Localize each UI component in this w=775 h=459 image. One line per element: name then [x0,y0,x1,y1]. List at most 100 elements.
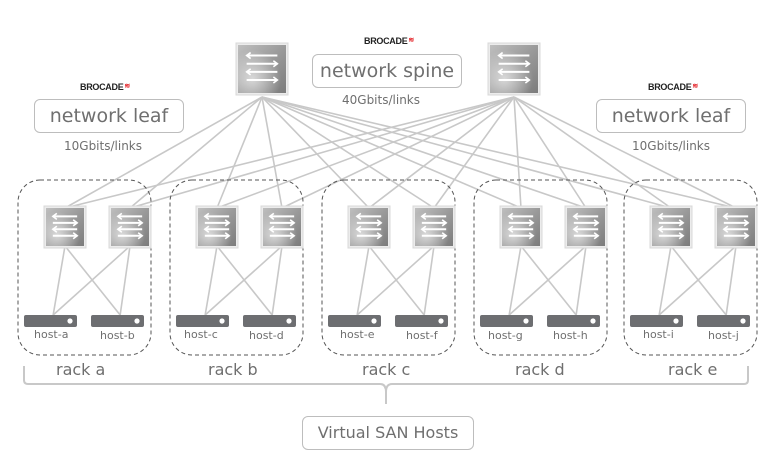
spine-leaf-link [261,96,737,209]
switch-arrows-icon [497,51,531,84]
switch-arrows-icon [657,212,685,240]
host-label: host-g [488,329,523,342]
leaf-host-link [52,245,131,316]
leaf-host-link [658,245,672,316]
host-label: host-i [643,328,674,341]
switch-arrows-icon [245,51,279,84]
host-status-led [371,318,377,324]
switch-arrows-icon [722,212,750,240]
leaf-host-link [575,245,587,316]
spine-leaf-link [261,96,435,209]
host-server-icon [24,315,77,327]
leaf-host-link [52,245,66,316]
switches [43,42,758,249]
host-label: host-j [708,329,739,342]
brocade-logo-spine: BROCADE≋ [364,36,414,46]
network-leaf-right-label: network leaf [596,99,746,133]
rack-c [321,179,456,356]
spine-leaf-link [129,96,263,209]
leaf-host-link [356,245,370,316]
spine-speed-label: 40Gbits/links [342,93,420,107]
leaf-right-speed-label: 10Gbits/links [632,139,710,153]
host-server-icon [243,315,296,327]
leaf-switch-a1 [43,205,87,249]
leaf-switch-c1 [347,205,391,249]
host-server-icon [176,315,229,327]
racks [17,179,758,356]
network-spine-label: network spine [312,54,462,88]
network-leaf-left-label: network leaf [34,99,184,133]
leaf-host-link [204,245,218,316]
leaf-host-links [52,245,737,316]
switch-arrows-icon [116,212,144,240]
rack-e [623,179,758,356]
spine-leaf-link [216,96,515,209]
switch-arrows-icon [572,212,600,240]
leaf-switch-c2 [412,205,456,249]
spine-switch-1 [235,42,289,96]
leaf-host-link [725,245,737,316]
host-status-led [134,318,140,324]
host-server-icon [547,315,600,327]
rack-label-c: rack c [362,360,411,379]
host-status-led [523,318,529,324]
host-label: host-b [100,329,135,342]
leaf-host-link [508,245,587,316]
host-server-icon [91,315,144,327]
spine-leaf-link [513,96,522,209]
brocade-logo-leaf-right: BROCADE≋ [648,82,698,92]
brocade-mark-icon: ≋ [692,83,698,90]
host-status-led [673,318,679,324]
spine-leaf-link [261,96,370,209]
spine-leaf-link [261,96,283,209]
switch-arrows-icon [420,212,448,240]
switch-arrows-icon [203,212,231,240]
leaf-host-link [356,245,435,316]
host-server-icon [395,315,448,327]
brocade-mark-icon: ≋ [408,37,414,44]
hosts [24,315,750,327]
host-status-led [219,318,225,324]
leaf-host-link [204,245,283,316]
rack-b [169,179,304,356]
host-server-icon [697,315,750,327]
switch-arrows-icon [507,212,535,240]
leaf-host-link [271,245,283,316]
host-status-led [438,318,444,324]
spine-leaf-link [281,96,515,209]
virtual-san-hosts-label: Virtual SAN Hosts [302,416,474,450]
leaf-switch-b2 [260,205,304,249]
host-label: host-f [406,329,438,342]
leaf-switch-a2 [108,205,152,249]
leaf-switch-e1 [649,205,693,249]
rack-d [473,179,608,356]
leaf-host-link [508,245,522,316]
spine-leaf-link [513,96,737,209]
host-label: host-e [340,328,375,341]
rack-a [17,179,152,356]
spine-leaf-link [216,96,263,209]
rack-label-d: rack d [515,360,565,379]
spine-leaf-link [129,96,515,209]
leaf-switch-d1 [499,205,543,249]
rack-label-e: rack e [668,360,718,379]
brocade-logo-leaf-left: BROCADE≋ [80,82,130,92]
spine-leaf-link [64,96,263,209]
leaf-switch-b1 [195,205,239,249]
host-status-led [67,318,73,324]
spine-leaf-link [261,96,672,209]
leaf-host-link [423,245,435,316]
host-server-icon [328,315,381,327]
host-label: host-h [553,329,588,342]
host-server-icon [630,315,683,327]
leaf-host-link [119,245,131,316]
switch-arrows-icon [51,212,79,240]
spine-uplinks [64,96,737,209]
switch-arrows-icon [355,212,383,240]
host-status-led [740,318,746,324]
spine-leaf-link [433,96,515,209]
host-label: host-a [34,328,69,341]
host-label: host-c [184,328,218,341]
brocade-mark-icon: ≋ [124,83,130,90]
